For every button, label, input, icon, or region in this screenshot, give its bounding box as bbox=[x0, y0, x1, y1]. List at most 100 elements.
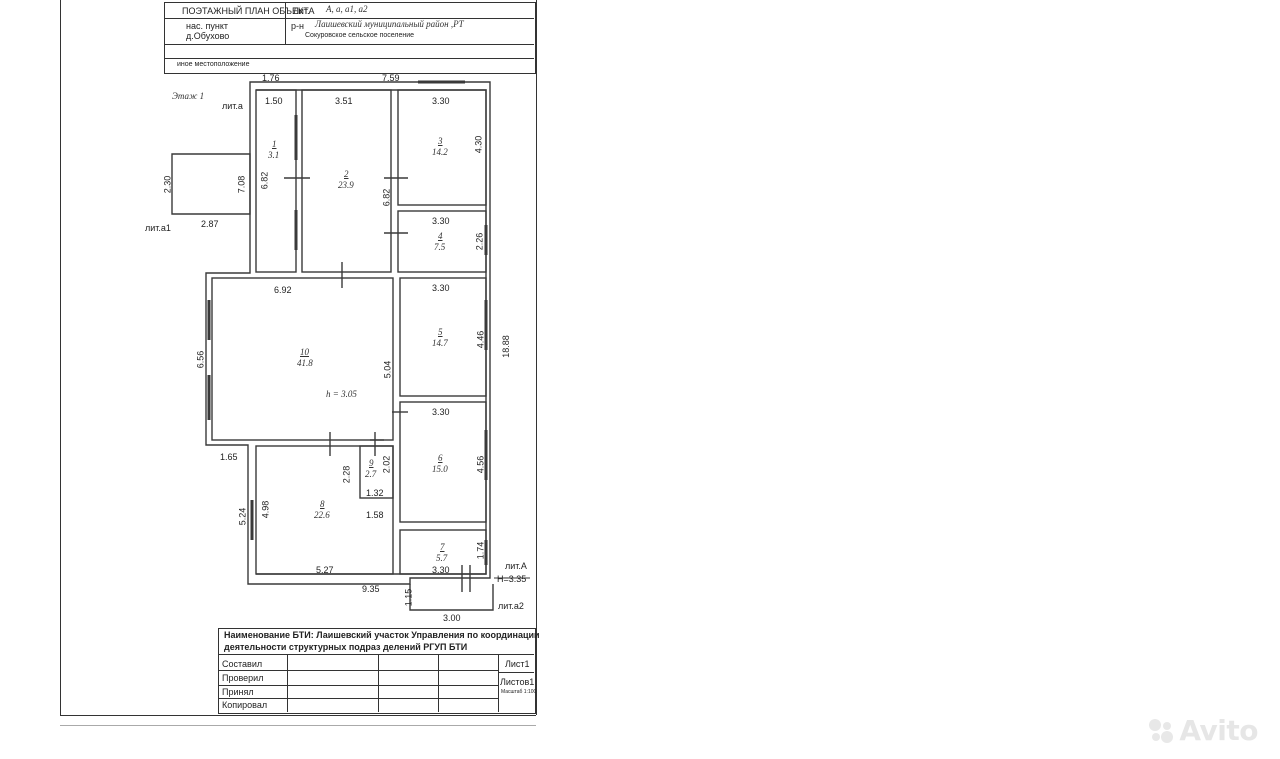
room-9-number: 9 bbox=[369, 458, 374, 468]
dim-r8-527: 5.27 bbox=[316, 565, 334, 575]
dim-r3-330: 3.30 bbox=[432, 96, 450, 106]
header-row-line-1 bbox=[164, 18, 534, 19]
footer-bti-line-2: деятельности структурных подраз делений … bbox=[224, 642, 468, 652]
header-rn-value: Лаишевский муниципальный район ,РТ bbox=[315, 19, 464, 29]
room-2-outline bbox=[301, 89, 392, 273]
header-row-line-3 bbox=[164, 58, 534, 59]
room-1-number: 1 bbox=[272, 139, 277, 149]
dim-r8-158: 1.58 bbox=[366, 510, 384, 520]
dim-left-165: 1.65 bbox=[220, 452, 238, 462]
dim-r9-228: 2.28 bbox=[341, 465, 352, 484]
dim-r2-351: 3.51 bbox=[335, 96, 353, 106]
footer-col-4 bbox=[498, 654, 499, 712]
dim-r7-174: 1.74 bbox=[475, 541, 486, 560]
footer-col-1 bbox=[287, 654, 288, 712]
footer-line-4 bbox=[218, 698, 498, 699]
height-total-label: Н=3.35 bbox=[497, 574, 527, 584]
footer-row-proveril: Проверил bbox=[222, 673, 264, 683]
room-5-outline bbox=[399, 277, 487, 397]
avito-watermark-text: Avito bbox=[1179, 714, 1258, 747]
lit-a2-label: лит.а2 bbox=[498, 601, 524, 611]
dim-r2-682: 6.82 bbox=[381, 188, 392, 207]
dim-bottom-935: 9.35 bbox=[362, 584, 380, 594]
room-5-area: 14.7 bbox=[432, 338, 448, 348]
room-9-outline bbox=[359, 445, 394, 499]
dim-r6-456: 4.56 bbox=[475, 455, 486, 474]
avito-watermark: Avito bbox=[1146, 714, 1258, 747]
room-6-number: 6 bbox=[438, 453, 443, 463]
dim-r8-498: 4.98 bbox=[260, 500, 271, 519]
header-lit-value: А, а, а1, а2 bbox=[326, 4, 368, 14]
dim-top-176: 1.76 bbox=[262, 73, 280, 83]
annex-a1-outline bbox=[171, 153, 251, 215]
page-bottom-border bbox=[60, 715, 536, 716]
annex-a2-outline bbox=[409, 584, 494, 611]
dim-ext-287: 2.87 bbox=[201, 219, 219, 229]
footer-sheets: Листов1 bbox=[500, 677, 535, 687]
building-outline bbox=[205, 81, 491, 585]
room-9-area: 2.7 bbox=[365, 469, 377, 479]
dim-r5-446: 4.46 bbox=[475, 330, 486, 349]
room-6-area: 15.0 bbox=[432, 464, 448, 474]
footer-row-kopiroval: Копировал bbox=[222, 700, 268, 710]
floor-label: Этаж 1 bbox=[172, 91, 205, 101]
room-3-number: 3 bbox=[438, 136, 443, 146]
footer-sheet: Лист1 bbox=[505, 659, 530, 669]
dim-left-708: 7.08 bbox=[236, 175, 247, 194]
dim-r9-132: 1.32 bbox=[366, 488, 384, 498]
dim-r1-682: 6.82 bbox=[259, 171, 270, 190]
header-title: ПОЭТАЖНЫЙ ПЛАН ОБЪЕКТА bbox=[182, 6, 315, 16]
dim-r1-150: 1.50 bbox=[265, 96, 283, 106]
room-5-number: 5 bbox=[438, 327, 443, 337]
header-np-value: д.Обухово bbox=[186, 31, 230, 41]
lit-A-label: лит.А bbox=[505, 561, 527, 571]
footer-col-2 bbox=[378, 654, 379, 712]
room-3-area: 14.2 bbox=[432, 147, 448, 157]
room-4-area: 7.5 bbox=[434, 242, 446, 252]
lit-a1-label: лит.а1 bbox=[145, 223, 171, 233]
dim-r5-330: 3.30 bbox=[432, 283, 450, 293]
room-1-outline bbox=[255, 89, 297, 273]
dim-r6-330: 3.30 bbox=[432, 407, 450, 417]
room-10-number: 10 bbox=[300, 347, 309, 357]
dim-ext-115: 1.15 bbox=[403, 588, 414, 607]
room-7-area: 5.7 bbox=[436, 553, 448, 563]
footer-line-3 bbox=[218, 685, 498, 686]
dim-r10-504: 5.04 bbox=[382, 360, 393, 379]
room-2-number: 2 bbox=[344, 169, 349, 179]
footer-line-2 bbox=[218, 670, 498, 671]
footer-scale: Масштаб 1:100 bbox=[501, 689, 537, 695]
room-10-area: 41.8 bbox=[297, 358, 313, 368]
room-4-number: 4 bbox=[438, 231, 443, 241]
dim-r8-524: 5.24 bbox=[237, 507, 248, 526]
dim-r3-430: 4.30 bbox=[473, 135, 484, 154]
header-rn-label: р-н bbox=[291, 21, 304, 31]
dim-r9-202: 2.02 bbox=[381, 455, 392, 474]
page-left-border bbox=[60, 0, 61, 715]
room-8-area: 22.6 bbox=[314, 510, 330, 520]
footer-col-3 bbox=[438, 654, 439, 712]
dim-r10-692: 6.92 bbox=[274, 285, 292, 295]
header-row-line-2 bbox=[164, 44, 534, 45]
dim-r10-656: 6.56 bbox=[195, 350, 206, 369]
page-right-border bbox=[536, 0, 537, 715]
footer-row-prinyal: Принял bbox=[222, 687, 254, 697]
footer-row-sostavil: Составил bbox=[222, 659, 263, 669]
room-7-number: 7 bbox=[440, 542, 445, 552]
header-divider bbox=[285, 2, 286, 44]
header-settlement: Сокуровское сельское поселение bbox=[305, 32, 415, 39]
room-8-outline bbox=[255, 445, 394, 575]
room-8-number: 8 bbox=[320, 499, 325, 509]
dim-total-1888: 18.88 bbox=[500, 335, 511, 358]
room-10-outline bbox=[211, 277, 394, 441]
dim-r4-226: 2.26 bbox=[474, 232, 485, 251]
header-np-label: нас. пункт bbox=[186, 21, 228, 31]
header-other-location: иное местоположение bbox=[177, 61, 250, 68]
dim-ext-300: 3.00 bbox=[443, 613, 461, 623]
room-1-area: 3.1 bbox=[268, 150, 280, 160]
header-lit-label: Лит. bbox=[293, 6, 310, 16]
dim-top-759: 7.59 bbox=[382, 73, 400, 83]
avito-logo-icon bbox=[1149, 718, 1174, 743]
